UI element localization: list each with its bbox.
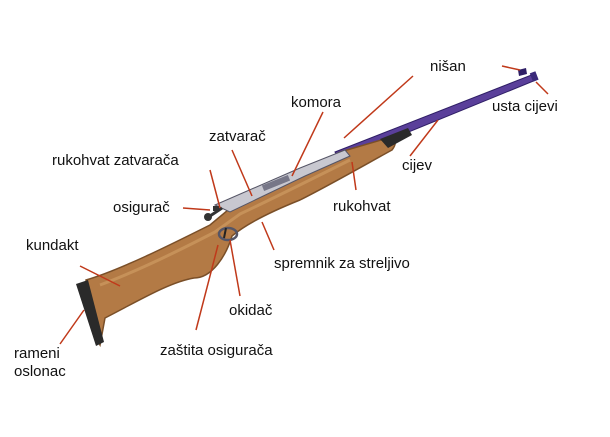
label-zastita-osiguraca: zaštita osigurača	[160, 342, 273, 359]
label-kundakt: kundakt	[26, 237, 79, 254]
leader-usta-cijevi	[535, 81, 549, 95]
leader-zatvarac	[231, 149, 253, 197]
label-osigurac: osigurač	[113, 199, 170, 216]
leader-cijev	[409, 119, 439, 157]
leader-komora	[291, 111, 324, 177]
leader-cijev-arrow	[343, 75, 414, 139]
label-nisan: nišan	[430, 58, 466, 75]
label-zatvarac: zatvarač	[209, 128, 266, 145]
leader-kundakt	[79, 265, 121, 287]
label-komora: komora	[291, 94, 342, 111]
label-rukohvat-zatvaraca: rukohvat zatvarača	[52, 152, 179, 169]
label-cijev: cijev	[402, 157, 433, 174]
leader-rameni-oslonac	[59, 309, 85, 345]
safety	[213, 206, 219, 211]
front-sight	[518, 68, 527, 76]
trigger	[223, 227, 227, 239]
label-rukohvat: rukohvat	[333, 198, 391, 215]
stock-highlight	[99, 158, 351, 287]
label-okidac: okidač	[229, 302, 273, 319]
leader-rukohvat-zatvaraca	[209, 169, 221, 209]
leader-spremnik	[261, 221, 275, 251]
leader-osigurac	[182, 207, 211, 211]
bolt-knob	[204, 213, 212, 221]
forend-tip	[380, 128, 412, 148]
label-spremnik: spremnik za streljivo	[274, 255, 410, 272]
trigger-guard	[217, 226, 239, 242]
label-usta-cijevi: usta cijevi	[492, 98, 558, 115]
butt-pad	[76, 280, 104, 346]
muzzle	[529, 71, 539, 82]
label-rameni-oslonac: rameni oslonac	[14, 345, 66, 380]
leader-zastita-osiguraca	[195, 244, 219, 331]
leader-okidac	[229, 239, 241, 297]
leader-rukohvat	[351, 161, 357, 191]
leader-nisan	[501, 65, 521, 71]
chamber	[261, 174, 291, 192]
leader-lines	[59, 65, 549, 345]
bolt-handle	[209, 206, 223, 218]
